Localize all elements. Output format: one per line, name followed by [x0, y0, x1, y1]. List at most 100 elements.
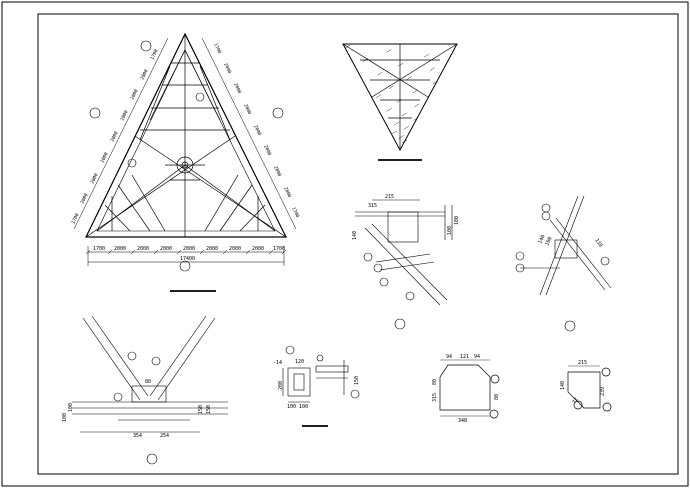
plate-pentagonal-labels: 215 140 239 72 — [560, 360, 606, 405]
annotation-stroke — [386, 108, 392, 112]
dim-label: 354 — [133, 433, 142, 439]
callout-bubble — [179, 260, 191, 272]
callout-bubble — [350, 389, 360, 399]
callout-bubble — [146, 453, 158, 465]
callout-bubble — [601, 367, 611, 377]
dim-label: 110 — [593, 238, 603, 249]
callout-bubble — [541, 203, 551, 213]
dimension-tick — [176, 249, 182, 255]
dim-label: 2000 — [262, 144, 272, 157]
dim-label: 2000 — [99, 151, 109, 164]
dim-label: 140 — [352, 231, 358, 240]
dim-label: 2000 — [222, 62, 232, 75]
annotation-stroke — [396, 99, 403, 103]
plate-pentagonal — [567, 365, 612, 412]
dim-label: 140 — [537, 234, 546, 245]
callout-bubble — [394, 318, 406, 330]
dim-label: 80 — [494, 394, 500, 400]
annotation-stroke — [388, 85, 394, 89]
annotation-stroke — [345, 44, 351, 49]
dim-label: 150 — [354, 376, 360, 385]
dim-label: 2000 — [272, 165, 282, 178]
dim-label: 100 — [68, 403, 74, 412]
dimension-tick — [245, 249, 251, 255]
dim-label: 1700 — [149, 48, 159, 61]
dim-label: 315 — [432, 393, 438, 402]
callout-bubble — [113, 392, 123, 402]
dim-label: 100 — [299, 404, 308, 410]
dimension-tick — [199, 249, 205, 255]
v-joint-detail — [72, 315, 228, 465]
dimension-tick — [268, 249, 274, 255]
dim-label: 2000 — [160, 246, 172, 252]
dim-label: 2000 — [252, 124, 262, 137]
bottom-dimension-labels: 1700 2000 2000 2000 2000 2000 2000 2000 … — [93, 246, 285, 262]
dim-label: 2000 — [242, 103, 252, 116]
callout-bubble — [515, 251, 525, 261]
annotation-stroke — [401, 139, 408, 144]
dim-label: 315 — [368, 203, 377, 209]
dim-label: 100 — [454, 216, 460, 225]
dim-label: 80 — [145, 379, 151, 385]
dim-label: 100 — [287, 404, 296, 410]
dim-label: 2000 — [89, 172, 99, 185]
dim-label: 2000 — [232, 82, 242, 95]
dimension-tick — [85, 249, 91, 255]
callout-bubble — [405, 291, 415, 301]
callout-bubble — [489, 409, 499, 419]
annotation-stroke — [362, 58, 369, 62]
callout-bubble — [195, 92, 205, 102]
callout-bubble — [602, 402, 612, 412]
node-detail-a — [355, 199, 453, 330]
callout-bubble — [490, 374, 500, 384]
node-detail-b-labels: 100 140 110 — [537, 234, 603, 248]
left-side-dimension-labels: 1700 2000 2000 2000 2000 2000 2000 2000 … — [70, 48, 159, 225]
dim-label: 1700 — [212, 42, 222, 55]
dim-total-label: 17400 — [180, 256, 195, 262]
dim-label: 2000 — [206, 246, 218, 252]
dim-label: 120 — [295, 359, 304, 365]
right-side-dimension-labels: 1700 2000 2000 2000 2000 2000 2000 2000 … — [212, 42, 300, 219]
dimension-tick — [222, 249, 228, 255]
annotation-stroke — [398, 62, 404, 67]
plan-callouts — [89, 40, 284, 272]
callout-bubble — [515, 263, 525, 273]
annotation-stroke — [412, 90, 418, 94]
dim-label: 121 — [460, 354, 469, 360]
dim-label: 215 — [385, 194, 394, 200]
callout-bubble — [127, 351, 137, 361]
dimension-tick — [107, 249, 113, 255]
dim-label: 140 — [560, 381, 566, 390]
annotation-stroke — [413, 117, 419, 121]
triangle-plan — [73, 32, 297, 266]
callout-bubble — [541, 211, 551, 221]
annotation-stroke — [403, 126, 409, 130]
dim-label: 2000 — [79, 192, 89, 205]
callout-bubble — [373, 263, 383, 273]
callout-bubble — [127, 158, 137, 168]
dim-label: 80 — [432, 379, 438, 385]
annotation-stroke — [414, 103, 420, 107]
small-triangle-annotations — [345, 44, 438, 144]
callout-bubble — [285, 345, 295, 355]
dim-label: 100 — [544, 236, 553, 247]
callout-bubble — [363, 252, 373, 262]
dimension-tick — [281, 249, 287, 255]
dim-label: 1700 — [70, 212, 80, 225]
callout-bubble — [600, 256, 610, 266]
dim-label: 150 — [198, 405, 204, 414]
annotation-stroke — [432, 81, 438, 85]
callout-bubble — [89, 107, 101, 119]
dim-label: 1700 — [273, 246, 285, 252]
dim-label: 348 — [458, 418, 467, 424]
dim-label: 2000 — [119, 109, 129, 122]
callout-bubble — [316, 354, 324, 362]
bracket-labels: 120 150 200 100 100 -14 — [273, 359, 360, 410]
dim-label: 2000 — [183, 246, 195, 252]
plate-octagonal — [439, 359, 500, 419]
dim-label: 2000 — [139, 68, 149, 81]
dim-label: -14 — [273, 360, 282, 366]
callout-bubble — [564, 320, 576, 332]
callout-bubble — [379, 277, 389, 287]
